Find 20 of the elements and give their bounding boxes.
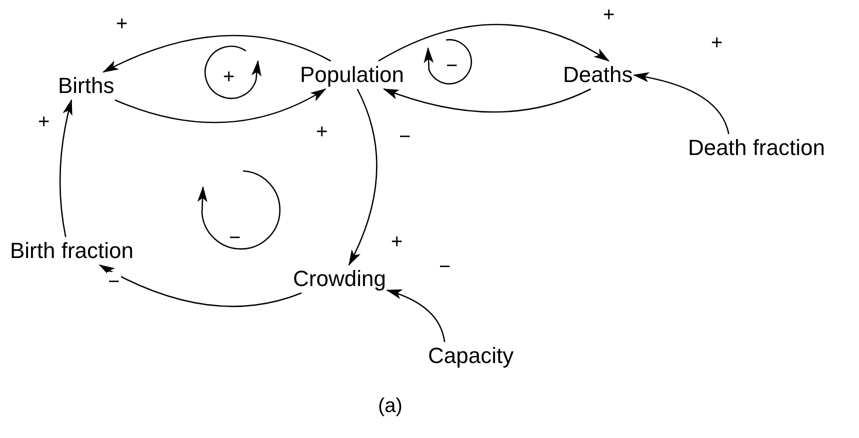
variable-label: Deaths xyxy=(562,61,634,89)
variable-label: Population xyxy=(299,61,405,89)
arrow xyxy=(378,24,610,62)
variable-label: Births xyxy=(57,72,116,100)
arrow xyxy=(59,99,73,238)
arrow xyxy=(386,290,446,342)
loop-polarity-sign: − xyxy=(446,56,458,76)
variable-label: Crowding xyxy=(292,265,387,293)
arrow xyxy=(348,88,378,266)
caption: (a) xyxy=(378,395,402,417)
loop-polarity-sign: − xyxy=(229,228,241,248)
loop-polarity-sign: + xyxy=(223,67,235,87)
arrow xyxy=(382,88,592,113)
variable-label: Death fraction xyxy=(687,134,826,162)
arrow xyxy=(633,72,730,134)
arrow xyxy=(114,88,326,124)
arrow xyxy=(98,264,302,307)
variable-label: Capacity xyxy=(427,342,515,370)
variable-label: Birth fraction xyxy=(9,237,134,265)
arrow xyxy=(102,35,332,73)
